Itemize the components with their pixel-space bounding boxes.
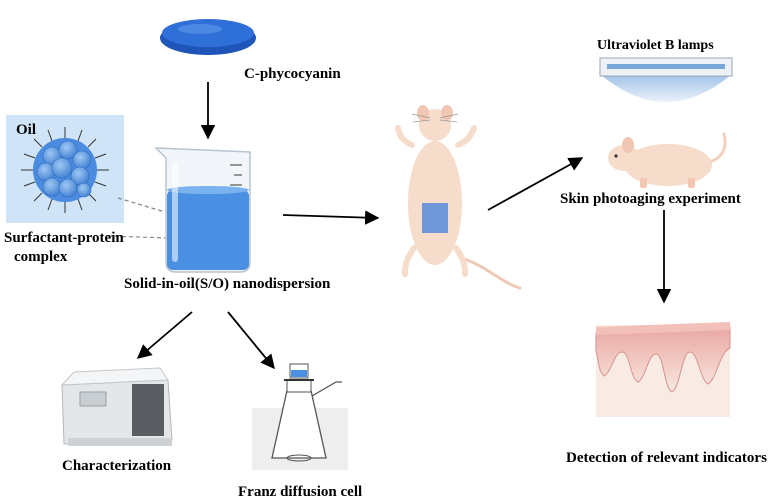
- arrow-beaker-to-mouse: [282, 210, 380, 225]
- beaker-icon: [154, 147, 251, 273]
- franz-cell-icon: [252, 363, 348, 470]
- skin-section-icon: [595, 322, 731, 417]
- label-uvb-lamps: Ultraviolet B lamps: [597, 38, 714, 53]
- arrow-mouse-to-photoaging: [487, 157, 584, 211]
- label-surfactant-line1: Surfactant-protein: [4, 230, 124, 246]
- surfactant-protein-complex-icon: [6, 115, 124, 223]
- arrow-so-to-franz: [227, 311, 275, 370]
- arrow-so-to-characterization: [136, 311, 193, 359]
- label-oil: Oil: [16, 122, 37, 138]
- label-franz-diffusion-cell: Franz diffusion cell: [238, 484, 363, 500]
- label-c-phycocyanin: C-phycocyanin: [244, 66, 341, 82]
- c-phycocyanin-dish-icon: [160, 19, 256, 55]
- label-detection-indicators: Detection of relevant indicators: [566, 450, 767, 466]
- uvb-lamp-icon: [599, 57, 733, 102]
- spectrometer-icon: [60, 367, 173, 446]
- pointer-line-lower: [107, 235, 169, 239]
- label-skin-photoaging: Skin photoaging experiment: [560, 191, 741, 207]
- label-characterization: Characterization: [62, 458, 172, 474]
- pointer-line-upper: [117, 197, 166, 213]
- mouse-topview-icon: [395, 105, 522, 290]
- mouse-sideview-icon: [608, 132, 727, 188]
- label-surfactant-line2: complex: [14, 249, 68, 265]
- label-so-nanodispersion: Solid-in-oil(S/O) nanodispersion: [124, 276, 331, 292]
